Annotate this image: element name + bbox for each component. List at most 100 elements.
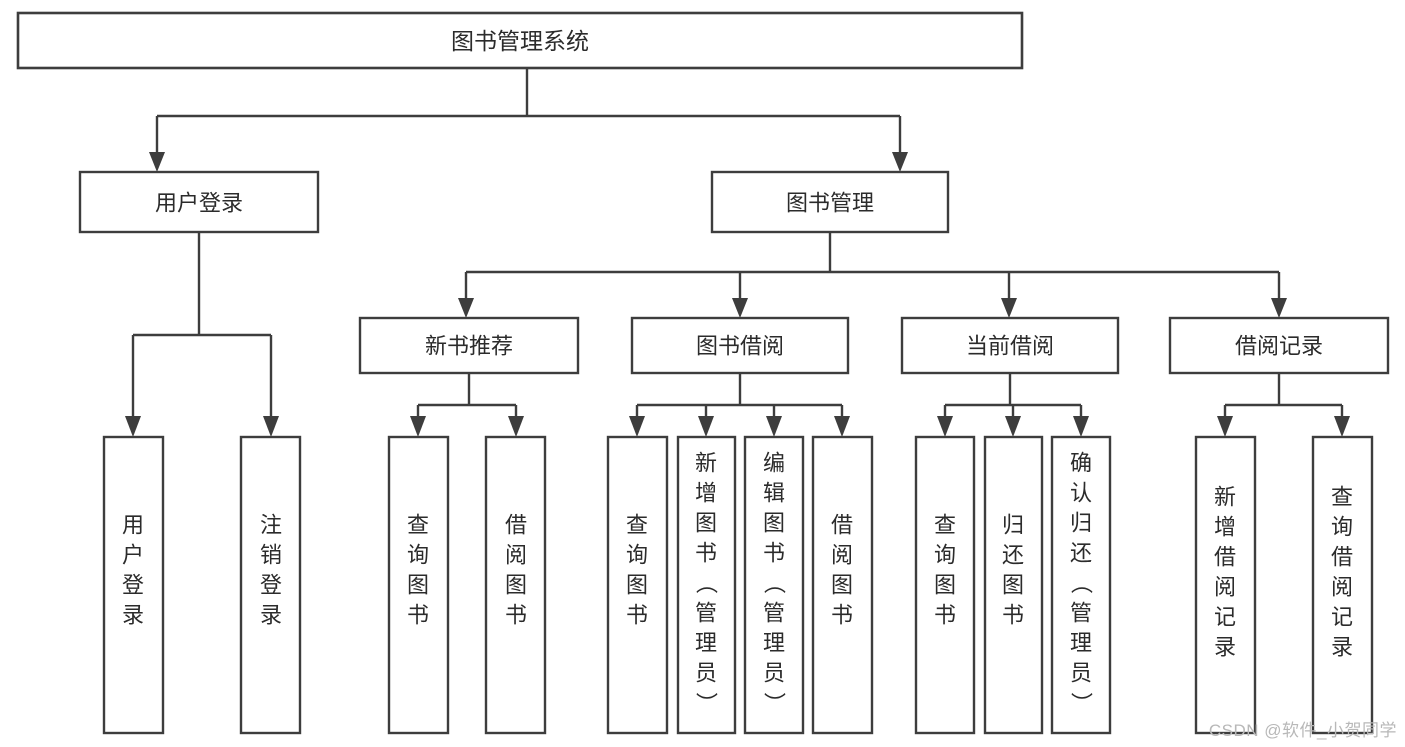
node-user-login-box[interactable] (78, 170, 320, 234)
vertical-label-char: 图 (1002, 573, 1024, 598)
leaf-node-user-login[interactable]: 用户登录 (102, 435, 165, 735)
vertical-label-char: 图 (626, 573, 648, 598)
leaf-node-query-book-3-box[interactable] (914, 435, 976, 735)
leaf-node-edit-book-box[interactable] (743, 435, 805, 735)
arrow-book-borrow-3 (766, 416, 782, 437)
vertical-label-char: 阅 (1214, 575, 1236, 600)
arrow-borrow-record-1 (1217, 416, 1233, 437)
arrow-root-to-user-login (149, 152, 165, 172)
arrow-book-borrow-4 (834, 416, 850, 437)
node-root-box[interactable] (16, 11, 1024, 70)
node-root[interactable]: 图书管理系统 (16, 11, 1024, 70)
leaf-node-return-book-box[interactable] (983, 435, 1044, 735)
arrow-current-borrow-2 (1005, 416, 1021, 437)
leaf-node-query-book-1-box[interactable] (387, 435, 450, 735)
node-root-label: 图书管理系统 (451, 28, 589, 54)
leaf-node-user-login-label: 用户登录 (122, 513, 144, 628)
vertical-label-char: 借 (1331, 545, 1353, 570)
vertical-label-char: 查 (934, 513, 956, 538)
vertical-label-char: 询 (1331, 515, 1353, 540)
vertical-label-char: 查 (1331, 485, 1353, 510)
node-current-borrow-label: 当前借阅 (966, 334, 1054, 359)
vertical-label-char: 图 (407, 573, 429, 598)
vertical-label-char: 认 (1070, 481, 1092, 506)
vertical-label-char: 书 (626, 603, 648, 628)
vertical-label-char: 员 (763, 661, 785, 686)
vertical-label-char: 图 (505, 573, 527, 598)
vertical-label-char: 书 (695, 541, 717, 566)
node-new-book-recommend-label: 新书推荐 (425, 334, 513, 359)
node-layer: 图书管理系统 用户登录 图书管理 新书推荐 图书借阅 当前借阅 (16, 11, 1390, 735)
edge-layer (125, 68, 1350, 437)
vertical-label-char: 登 (260, 573, 282, 598)
vertical-label-char: 确 (1070, 451, 1092, 476)
leaf-node-logout-box[interactable] (239, 435, 302, 735)
vertical-label-char: 编 (763, 451, 785, 476)
node-user-login[interactable]: 用户登录 (78, 170, 320, 234)
vertical-label-char: 书 (505, 603, 527, 628)
vertical-label-char: 询 (626, 543, 648, 568)
node-book-borrow[interactable]: 图书借阅 (630, 316, 850, 375)
arrow-root-to-book-mgmt (892, 152, 908, 172)
vertical-label-char: 查 (407, 513, 429, 538)
leaf-node-user-login-box[interactable] (102, 435, 165, 735)
leaf-node-query-borrow-record-box[interactable] (1311, 435, 1374, 735)
vertical-label-char: 图 (695, 511, 717, 536)
node-current-borrow[interactable]: 当前借阅 (900, 316, 1120, 375)
node-book-management[interactable]: 图书管理 (710, 170, 950, 234)
vertical-label-char: ） (694, 692, 719, 714)
vertical-label-char: 销 (260, 543, 282, 568)
vertical-label-char: 借 (505, 513, 527, 538)
node-book-management-box[interactable] (710, 170, 950, 234)
vertical-label-char: 书 (407, 603, 429, 628)
vertical-label-char: 书 (1002, 603, 1024, 628)
vertical-label-char: 阅 (1331, 575, 1353, 600)
vertical-label-char: 阅 (831, 543, 853, 568)
leaf-node-add-borrow-record-box[interactable] (1194, 435, 1257, 735)
node-new-book-recommend-box[interactable] (358, 316, 580, 375)
vertical-label-char: 录 (122, 603, 144, 628)
node-book-management-label: 图书管理 (786, 191, 874, 216)
node-borrow-record-label: 借阅记录 (1235, 334, 1323, 359)
arrow-borrow-record-2 (1334, 416, 1350, 437)
leaf-node-confirm-return-box[interactable] (1050, 435, 1112, 735)
arrow-new-book-1 (410, 416, 426, 437)
leaf-node-add-book-box[interactable] (676, 435, 737, 735)
leaf-node-query-book-2-box[interactable] (606, 435, 669, 735)
vertical-label-char: 注 (260, 513, 282, 538)
watermark-text: CSDN @软件_小贺同学 (1208, 721, 1397, 740)
vertical-label-char: 借 (831, 513, 853, 538)
vertical-label-char: 员 (1070, 661, 1092, 686)
arrow-book-borrow-2 (698, 416, 714, 437)
node-new-book-recommend[interactable]: 新书推荐 (358, 316, 580, 375)
vertical-label-char: 记 (1214, 605, 1236, 630)
node-borrow-record-box[interactable] (1168, 316, 1390, 375)
vertical-label-char: 理 (695, 631, 717, 656)
node-book-borrow-label: 图书借阅 (696, 334, 784, 359)
leaf-node-borrow-book-1-box[interactable] (484, 435, 547, 735)
vertical-label-char: 归 (1070, 511, 1092, 536)
leaf-node-borrow-book-2-box[interactable] (811, 435, 874, 735)
arrow-book-borrow-1 (629, 416, 645, 437)
node-borrow-record[interactable]: 借阅记录 (1168, 316, 1390, 375)
node-book-borrow-box[interactable] (630, 316, 850, 375)
vertical-label-char: ） (1069, 692, 1094, 714)
node-current-borrow-box[interactable] (900, 316, 1120, 375)
